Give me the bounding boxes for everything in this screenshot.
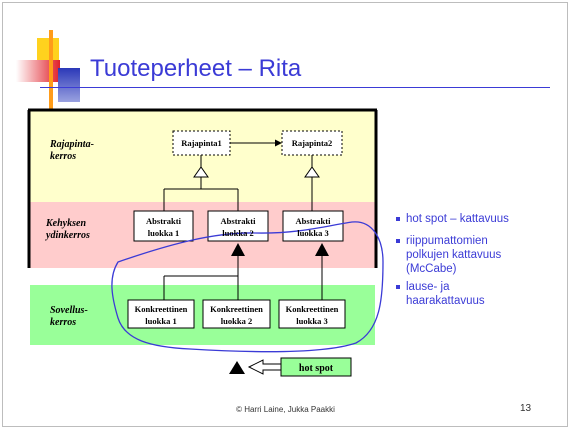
logo-vertical-bar: [49, 30, 53, 110]
bullet-item: lause- ja haarakattavuus: [396, 280, 506, 308]
logo-blue-square: [58, 68, 80, 102]
abstract-class-1-line2: luokka 1: [148, 228, 179, 238]
bullet-list: hot spot – kattavuus riippumattomien pol…: [396, 212, 564, 312]
concrete-class-2: [202, 299, 271, 329]
decorative-logo: [16, 30, 80, 110]
concrete-class-3-line1: Konkreettinen: [286, 304, 339, 314]
bullet-item: hot spot – kattavuus: [396, 212, 564, 226]
abstract-class-1: [133, 210, 194, 242]
concrete-class-1-line2: luokka 1: [145, 316, 176, 326]
hotspot-arrow: [247, 359, 283, 375]
interface-label-2: Rajapinta2: [292, 138, 333, 148]
abstract-class-2-line1: Abstrakti: [221, 216, 257, 226]
abstract-class-2-line2: luokka 2: [222, 228, 253, 238]
bullet-marker-icon: [396, 285, 400, 289]
abstract-class-3: [282, 210, 344, 242]
slide-frame: [2, 2, 568, 427]
concrete-class-3-line2: luokka 3: [296, 316, 327, 326]
interface-label-1: Rajapinta1: [181, 138, 222, 148]
inherit-triangle-abstract-2: [231, 243, 245, 256]
inherit-triangle-abstract-3: [315, 243, 329, 256]
core-layer-label: Kehyksen ydinkerros: [46, 218, 90, 241]
interface-layer-band: [30, 110, 375, 202]
hotspot-annotation-loop: [111, 221, 384, 353]
concrete-class-3: [278, 299, 346, 329]
hotspot-label: hot spot: [299, 363, 334, 374]
title-underline: [40, 87, 550, 88]
hotspot-triangle: [229, 361, 245, 374]
interface-layer-label: Rajapinta-kerros: [50, 139, 94, 162]
abstract-class-3-line1: Abstrakti: [296, 216, 332, 226]
concrete-class-2-line2: luokka 2: [221, 316, 252, 326]
concrete-class-1: [127, 299, 195, 329]
abstract-class-1-line1: Abstrakti: [146, 216, 182, 226]
bullet-marker-icon: [396, 239, 400, 243]
footer-author: © Harri Laine, Jukka Paakki: [236, 405, 335, 414]
slide-title: Tuoteperheet – Rita: [90, 55, 302, 82]
concrete-class-1-line1: Konkreettinen: [135, 304, 188, 314]
hotspot-box: [280, 357, 352, 377]
page-number: 13: [520, 403, 532, 414]
bullet-marker-icon: [396, 217, 400, 221]
bullet-item: riippumattomien polkujen kattavuus (McCa…: [396, 234, 521, 276]
application-layer-label: Sovellus-kerros: [50, 305, 88, 328]
concrete-class-2-line1: Konkreettinen: [210, 304, 263, 314]
abstract-class-3-line2: luokka 3: [297, 228, 328, 238]
